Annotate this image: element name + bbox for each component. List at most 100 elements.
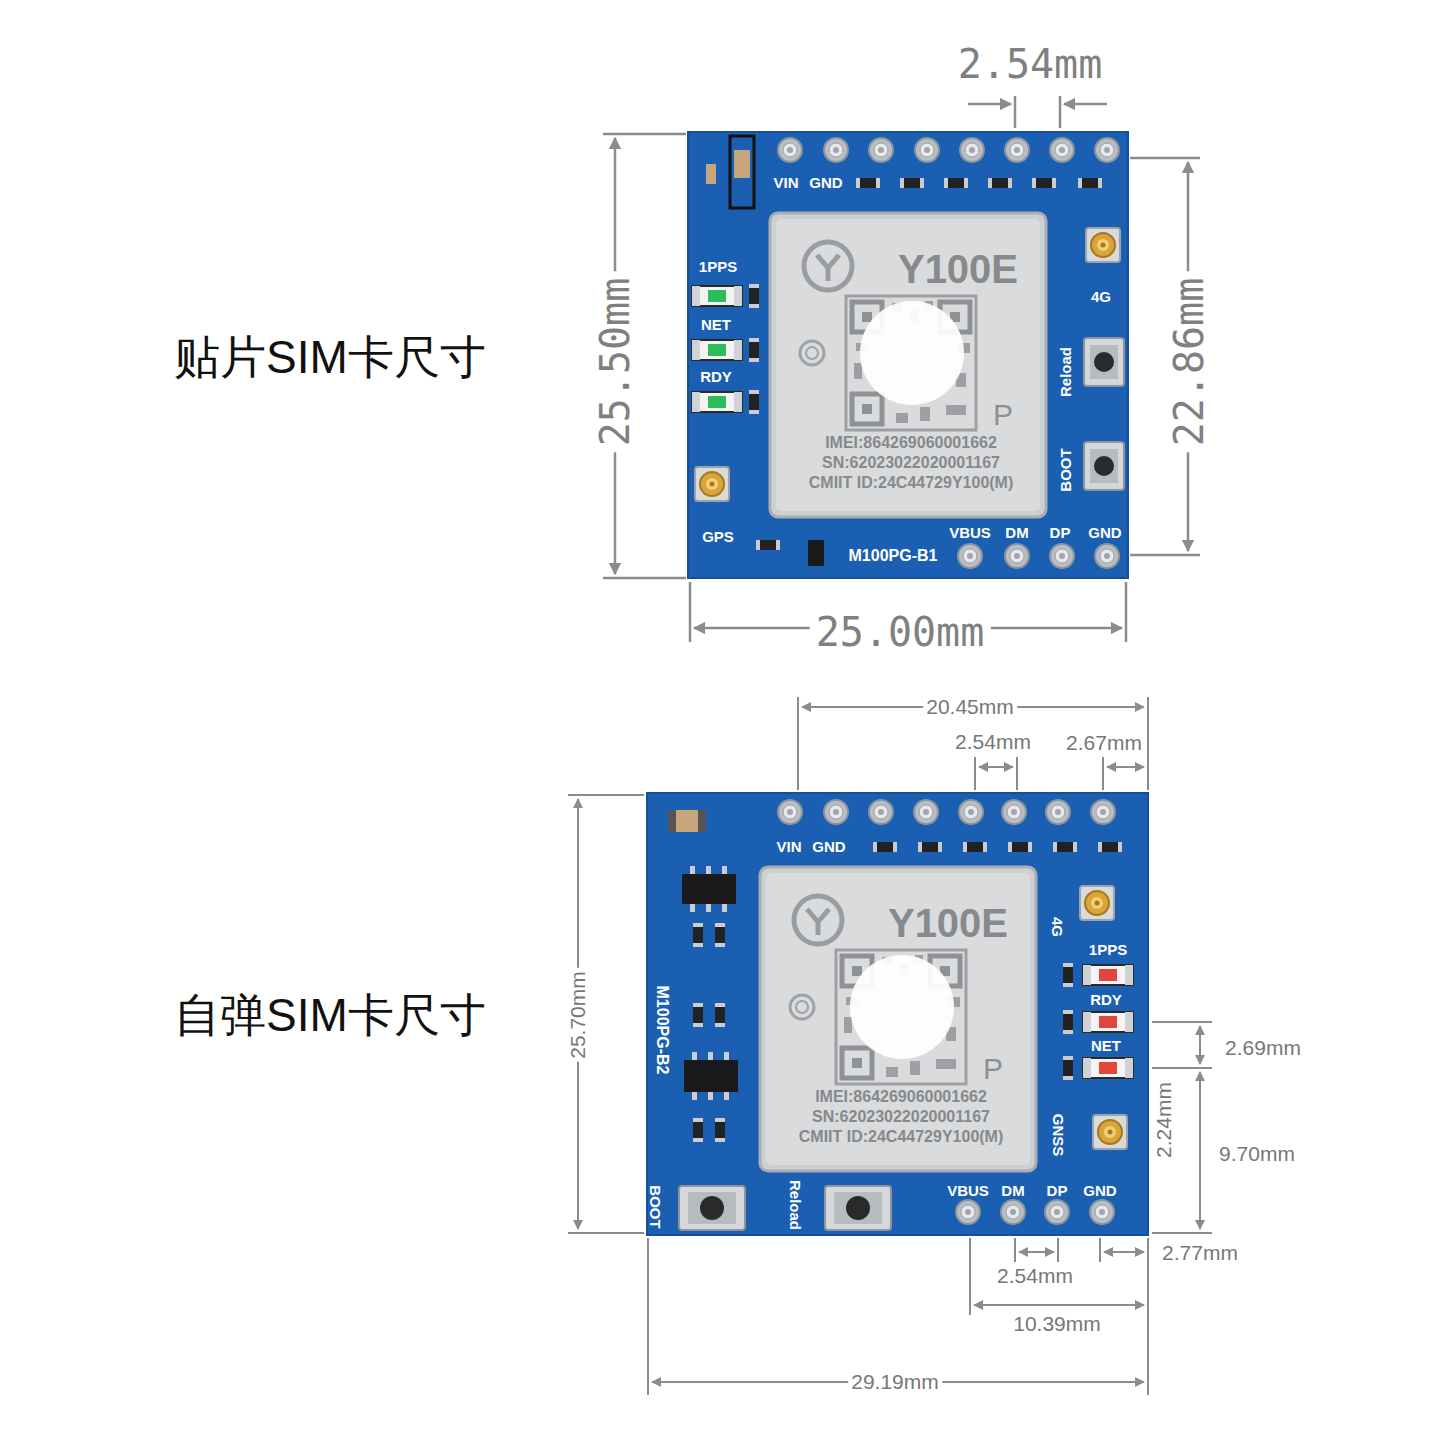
dimension-label: 10.39mm <box>1010 1312 1104 1335</box>
pcb-board <box>1098 842 1122 852</box>
pcb-board <box>778 800 802 824</box>
pcb-board <box>1050 544 1074 568</box>
silkscreen-label: BOOT <box>647 1185 664 1228</box>
pcb-board <box>944 178 968 188</box>
pcb-board <box>668 810 706 832</box>
dimension-lines <box>1125 582 1128 642</box>
module-name: Y100E <box>898 247 1018 291</box>
section-heading: 自弹SIM卡尺寸 <box>174 990 486 1041</box>
pcb-board <box>900 178 924 188</box>
pcb-board <box>698 810 706 832</box>
module-id: IMEI:864269060001662 <box>825 434 997 452</box>
pcb-board <box>1083 1012 1133 1032</box>
board-name: M100PG-B1 <box>849 547 938 565</box>
dimension-lines <box>1014 1238 1016 1262</box>
pcb-board <box>873 842 897 852</box>
module-shield: Y100EPIMEI:864269060001662SN:62023022020… <box>770 213 1046 517</box>
pcb-board <box>856 178 880 188</box>
silkscreen-label: NET <box>1091 1038 1121 1055</box>
dimension-lines <box>1057 1238 1059 1262</box>
dimension-lines <box>1152 1067 1212 1069</box>
dimension-label: 22.86mm <box>1167 272 1211 453</box>
silkscreen-label: RDY <box>1090 992 1122 1009</box>
silkscreen-label: GND <box>1083 1183 1116 1200</box>
pcb-board <box>647 793 1148 1235</box>
dimension-lines <box>603 133 686 136</box>
dimension-lines <box>1130 157 1200 160</box>
pcb-board <box>1086 228 1120 262</box>
module-id: IMEI:864269060001662 <box>815 1088 987 1106</box>
dimension-lines <box>1102 757 1104 790</box>
pcb-board <box>715 923 725 947</box>
pcb-board <box>692 1092 697 1100</box>
pcb-board <box>715 1003 725 1027</box>
dimension-lines <box>1064 103 1107 106</box>
module-shield: Y100EPIMEI:864269060001662SN:62023022020… <box>760 867 1036 1171</box>
silkscreen-label: VIN <box>776 839 801 856</box>
dimension-label: 2.69mm <box>1222 1036 1304 1059</box>
dimension-label: 2.24mm <box>1152 1079 1175 1161</box>
dimension-lines <box>1099 1238 1101 1262</box>
silkscreen-label: VBUS <box>949 525 991 542</box>
pcb-board <box>770 213 1046 517</box>
pcb-board <box>1095 544 1119 568</box>
board-name: M100PG-B2 <box>653 986 671 1075</box>
pcb-board <box>693 1003 703 1027</box>
dimension-lines <box>1019 1251 1054 1253</box>
silkscreen-label: 4G <box>1049 917 1066 937</box>
pcb-board <box>708 1092 713 1100</box>
pcb-board <box>1091 800 1115 824</box>
silkscreen-label: Reload <box>1058 347 1075 397</box>
pcb-board <box>963 842 987 852</box>
silkscreen-label: 1PPS <box>1089 942 1127 959</box>
silkscreen-label: VIN <box>773 175 798 192</box>
pcb-board <box>1093 1115 1127 1149</box>
pcb-board <box>722 904 727 912</box>
pcb-board <box>824 138 848 162</box>
pcb-board <box>1046 800 1070 824</box>
dimension-lines <box>568 697 1212 1395</box>
dimension-lines <box>568 794 644 796</box>
dimension-lines <box>568 1232 644 1234</box>
dimension-label: 25.70mm <box>566 968 589 1062</box>
silkscreen-label: RDY <box>700 369 732 386</box>
module-mark: P <box>993 398 1013 431</box>
dimension-lines <box>797 697 799 790</box>
pcb-board <box>1032 178 1056 188</box>
dimension-lines <box>1152 1232 1212 1234</box>
pcb-board <box>684 1060 738 1092</box>
dimension-lines <box>974 757 976 790</box>
pcb-board <box>778 138 802 162</box>
pcb-board <box>647 793 1148 1235</box>
pcb-board <box>706 904 711 912</box>
pcb-board <box>715 1118 725 1142</box>
pcb-board <box>692 340 742 360</box>
silkscreen-label: GND <box>809 175 842 192</box>
pcb-board <box>1083 1058 1133 1078</box>
dimension-lines <box>603 577 686 580</box>
pcb-board <box>749 284 759 308</box>
pcb-board <box>1090 1200 1114 1224</box>
silkscreen-label: DP <box>1047 1183 1068 1200</box>
pcb-board <box>724 1052 729 1060</box>
section-heading: 贴片SIM卡尺寸 <box>174 332 486 383</box>
dimension-lines <box>1147 1238 1149 1395</box>
pcb-board <box>756 540 780 550</box>
pcb-board <box>1063 1010 1073 1034</box>
dimension-lines <box>1104 1251 1144 1253</box>
dimension-lines <box>1199 1072 1201 1229</box>
pcb-board <box>708 1052 713 1060</box>
silkscreen-label: Reload <box>787 1180 804 1230</box>
dimension-lines <box>979 766 1013 768</box>
pcb-board <box>1080 886 1114 920</box>
silkscreen-label: GND <box>812 839 845 856</box>
dimension-lines <box>1016 757 1018 790</box>
pcb-board <box>693 1118 703 1142</box>
pcb-board <box>1005 138 1029 162</box>
pcb-board <box>915 138 939 162</box>
dimension-label: 25.50mm <box>593 272 637 453</box>
